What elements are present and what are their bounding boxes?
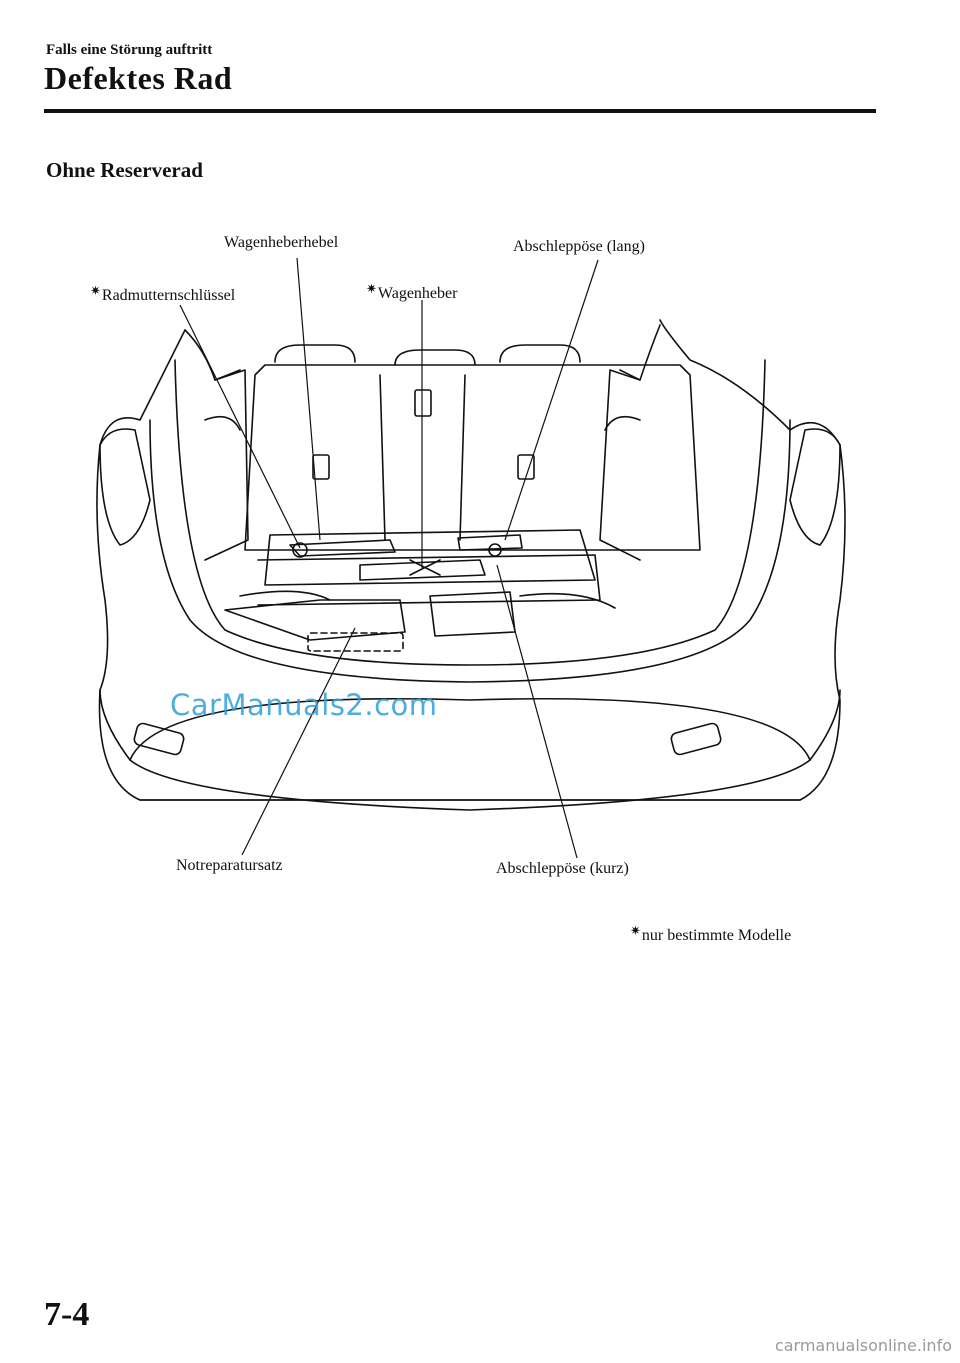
section-title: Ohne Reserverad bbox=[46, 158, 203, 182]
star-marker-icon: ✷ bbox=[630, 923, 641, 938]
header-rule bbox=[44, 109, 876, 113]
rear-seat-back bbox=[244, 364, 701, 551]
leader-lug-wrench bbox=[179, 304, 301, 549]
towing-eye-shape bbox=[457, 534, 523, 551]
jack-shape bbox=[359, 559, 486, 581]
label-jack: ✷Wagenheber bbox=[366, 281, 458, 302]
star-marker-icon: ✷ bbox=[90, 283, 101, 298]
label-towing-eye-short: Abschleppöse (kurz) bbox=[496, 860, 629, 877]
footer-site: carmanualsonline.info bbox=[774, 1336, 952, 1355]
watermark-carmanuals: CarManuals2.com bbox=[170, 688, 438, 722]
left-reflector bbox=[133, 722, 185, 756]
note-select-models: ✷nur bestimmte Modelle bbox=[630, 923, 792, 944]
chapter-title: Falls eine Störung auftritt bbox=[46, 42, 213, 58]
leader-jack-lever bbox=[296, 257, 321, 541]
repair-kit-shape bbox=[307, 632, 404, 652]
leader-towing-eye-short bbox=[496, 564, 578, 859]
star-marker-icon: ✷ bbox=[366, 281, 377, 296]
car-body-outline bbox=[96, 319, 846, 801]
tool-tray bbox=[264, 529, 596, 586]
leader-towing-eye-long bbox=[504, 259, 599, 541]
right-reflector bbox=[670, 722, 722, 756]
lug-wrench-shape bbox=[289, 539, 396, 557]
trunk-opening bbox=[149, 419, 791, 683]
right-tail-light bbox=[789, 428, 841, 546]
leader-repair-kit bbox=[241, 627, 356, 856]
label-lug-wrench: ✷Radmutternschlüssel bbox=[90, 283, 236, 304]
label-jack-lever: Wagenheberhebel bbox=[224, 234, 339, 251]
page-title: Defektes Rad bbox=[44, 60, 233, 96]
left-tail-light bbox=[99, 428, 151, 546]
label-repair-kit: Notreparatursatz bbox=[176, 857, 283, 874]
page-number: 7-4 bbox=[44, 1296, 90, 1333]
label-towing-eye-long: Abschleppöse (lang) bbox=[513, 238, 645, 255]
